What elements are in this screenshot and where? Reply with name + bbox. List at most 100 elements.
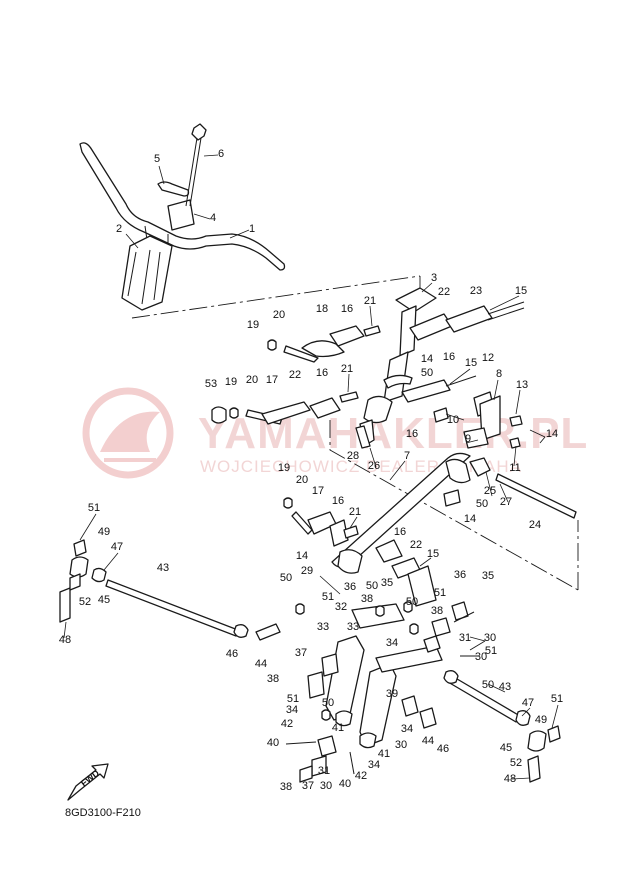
part-callout: 37 [295,647,307,659]
part-callout: 50 [476,498,488,510]
part-callout: 17 [312,485,324,497]
part-callout: 32 [335,601,347,613]
part-callout: 47 [111,541,123,553]
part-callout: 36 [454,569,466,581]
part-callout: 51 [551,693,563,705]
part-callout: 51 [322,591,334,603]
part-callout: 51 [434,587,446,599]
part-callout: 51 [287,693,299,705]
part-callout: 19 [247,319,259,331]
part-callout: 50 [366,580,378,592]
part-callout: 45 [98,594,110,606]
part-callout: 16 [341,303,353,315]
part-callout: 50 [322,697,334,709]
part-callout: 20 [273,309,285,321]
part-callout: 42 [281,718,293,730]
part-callout: 48 [59,634,71,646]
part-callout: 6 [218,148,224,160]
part-callout: 16 [443,351,455,363]
part-callout: 17 [266,374,278,386]
part-callout: 8 [496,368,502,380]
part-callout: 28 [347,450,359,462]
part-callout: 16 [406,428,418,440]
part-callout: 14 [296,550,308,562]
part-callout: 3 [431,272,437,284]
part-callout: 31 [318,765,330,777]
rod-24 [443,457,577,519]
part-callout: 18 [316,303,328,315]
part-callout: 16 [332,495,344,507]
part-callout: 50 [406,596,418,608]
part-callout: 22 [410,539,422,551]
part-callout: 33 [317,621,329,633]
part-callout: 29 [301,565,313,577]
part-callout: 20 [246,374,258,386]
part-callout: 34 [401,723,413,735]
part-callout: 4 [210,212,216,224]
small-hardware [295,601,419,783]
part-callout: 24 [529,519,541,531]
part-callout: 53 [205,378,217,390]
part-callout: 41 [378,748,390,760]
part-callout: 40 [267,737,279,749]
part-callout: 35 [482,570,494,582]
part-callout: 19 [278,462,290,474]
part-callout: 21 [341,363,353,375]
part-callout: 15 [427,548,439,560]
rod-43-left [59,539,281,641]
part-callout: 48 [504,773,516,785]
part-callout: 22 [438,286,450,298]
part-callout: 43 [157,562,169,574]
watermark-logo [82,387,174,479]
part-callout: 46 [226,648,238,660]
part-callout: 27 [500,496,512,508]
part-callout: 10 [447,414,459,426]
part-callout: 7 [404,450,410,462]
diagram-code: 8GD3100-F210 [65,807,141,819]
pitman-arms [285,601,475,777]
part-callout: 19 [225,376,237,388]
middle-linkage [211,374,523,449]
part-callout: 13 [516,379,528,391]
part-callout: 50 [421,367,433,379]
part-callout: 30 [320,780,332,792]
part-callout: 16 [316,367,328,379]
part-callout: 38 [361,593,373,605]
part-callout: 2 [116,223,122,235]
part-callout: 30 [484,632,496,644]
part-callout: 50 [482,679,494,691]
part-callout: 47 [522,697,534,709]
part-callout: 44 [255,658,267,670]
part-callout: 44 [422,735,434,747]
part-callout: 35 [381,577,393,589]
upper-linkage [267,301,525,363]
handle-bracket [157,123,207,231]
part-callout: 46 [437,743,449,755]
part-callout: 42 [355,770,367,782]
fwd-arrow-icon: FWD [67,763,109,801]
part-callout: 38 [431,605,443,617]
part-callout: 12 [482,352,494,364]
part-callout: 14 [464,513,476,525]
part-callout: 5 [154,153,160,165]
main-shaft [331,452,471,574]
part-callout: 16 [394,526,406,538]
leader-lines [63,154,559,780]
part-callout: 15 [465,357,477,369]
part-callout: 37 [302,780,314,792]
part-callout: 40 [339,778,351,790]
part-callout: 36 [344,581,356,593]
part-callout: 14 [421,353,433,365]
part-callout: 38 [267,673,279,685]
lower-linkage [283,497,437,607]
assembly-boundaries [131,275,579,657]
part-callout: 15 [515,285,527,297]
part-callout: 34 [286,704,298,716]
part-callout: 49 [535,714,547,726]
part-callout: 34 [386,637,398,649]
part-callout: 43 [499,681,511,693]
part-callout: 25 [484,485,496,497]
part-callout: 51 [485,645,497,657]
